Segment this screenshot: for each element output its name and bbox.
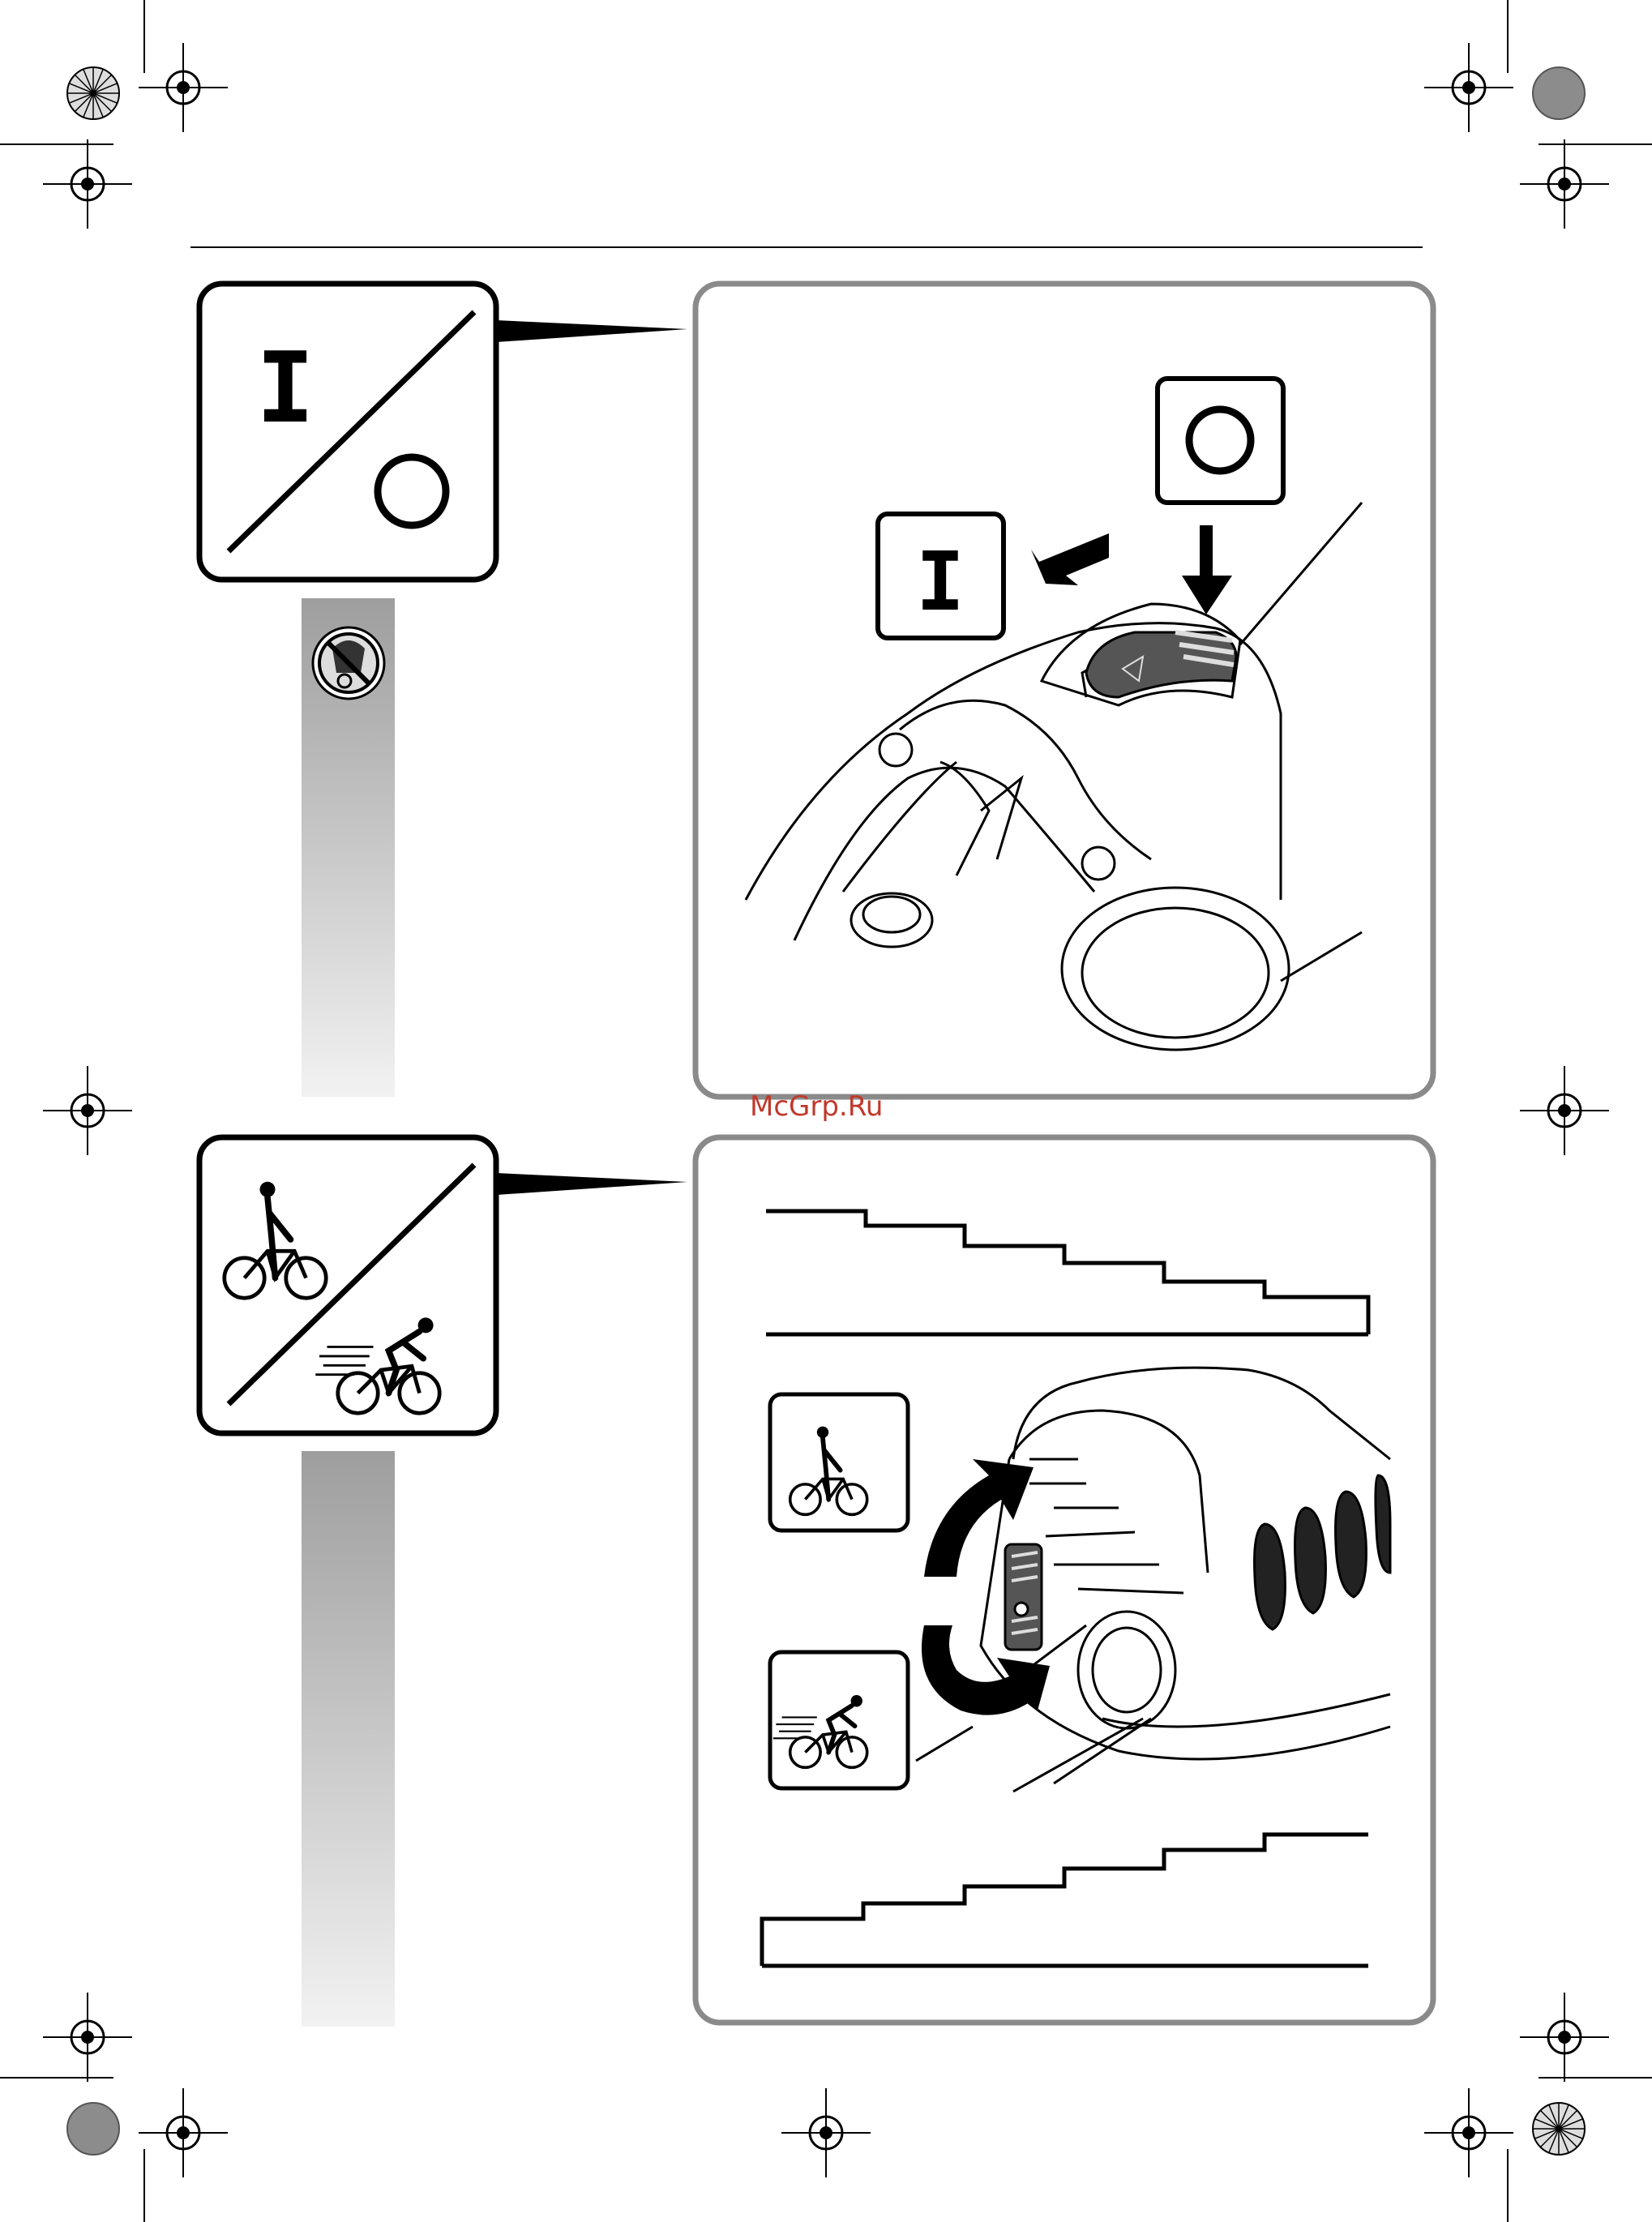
crosshair-icon xyxy=(43,139,132,229)
fast-speed-box xyxy=(770,1652,908,1788)
crosshair-icon xyxy=(1520,139,1609,229)
callout-pointer xyxy=(496,1173,687,1195)
illustration-frame-top xyxy=(695,284,1433,1097)
watermark-text: McGrp.Ru xyxy=(750,1090,883,1123)
grey-dot-icon xyxy=(67,2103,119,2155)
on-label-text: I xyxy=(916,534,965,629)
speed-symbol-card xyxy=(199,1137,496,1433)
crosshair-icon xyxy=(43,1066,132,1155)
no-hand-warning-icon xyxy=(313,627,384,699)
starburst-icon xyxy=(1533,2103,1585,2155)
callout-pointer xyxy=(496,320,687,342)
slow-speed-box xyxy=(770,1394,908,1531)
crosshair-icon xyxy=(139,43,228,132)
crosshair-icon xyxy=(781,2088,871,2177)
on-off-symbol-card: I xyxy=(199,284,496,580)
gradient-bar xyxy=(302,1451,395,2027)
starburst-icon xyxy=(67,67,119,119)
grey-dot-icon xyxy=(1533,67,1585,119)
crosshair-icon xyxy=(1520,1993,1609,2082)
crosshair-icon xyxy=(1520,1066,1609,1155)
crosshair-icon xyxy=(43,1993,132,2082)
crosshair-icon xyxy=(139,2088,228,2177)
on-symbol-label: I xyxy=(256,332,315,445)
crosshair-icon xyxy=(1424,2088,1513,2177)
off-label-box xyxy=(1158,379,1283,503)
crosshair-icon xyxy=(1424,43,1513,132)
